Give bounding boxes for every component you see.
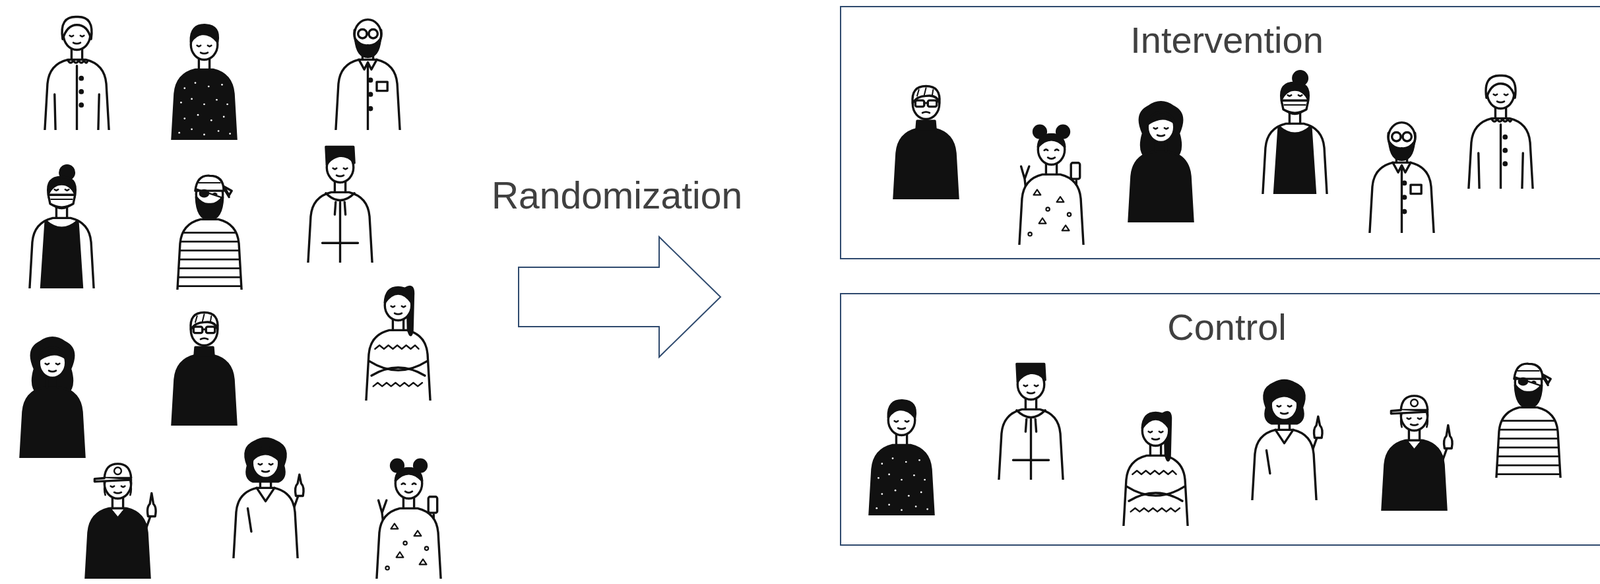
- person-figure: [1496, 363, 1561, 478]
- person-figure: [1123, 411, 1188, 526]
- person-figure: [29, 165, 94, 289]
- person-figure: [1019, 125, 1084, 245]
- person-figure: [998, 364, 1063, 481]
- person-figure: [308, 147, 373, 264]
- block-arrow: [518, 236, 721, 357]
- person-figure: [177, 175, 242, 290]
- person-figure: [172, 312, 237, 426]
- group-title: Intervention: [841, 19, 1600, 62]
- person-figure: [869, 400, 934, 516]
- group-box: Control: [839, 292, 1600, 546]
- person-figure: [233, 438, 304, 559]
- person-figure: [1252, 380, 1323, 501]
- person-figure: [1262, 71, 1327, 194]
- person-figure: [172, 25, 237, 140]
- person-figure: [376, 459, 441, 579]
- person-figure: [1128, 102, 1193, 223]
- person-figure: [20, 337, 85, 458]
- arrow-label: Randomization: [491, 174, 743, 218]
- person-figure: [1468, 75, 1533, 190]
- group-title: Control: [841, 306, 1600, 349]
- person-figure: [1382, 395, 1453, 511]
- person-figure: [366, 286, 431, 401]
- person-figure: [85, 463, 156, 579]
- person-figure: [44, 17, 109, 131]
- person-figure: [335, 19, 400, 130]
- person-figure: [894, 86, 959, 200]
- person-figure: [1369, 122, 1434, 233]
- group-box: Intervention: [839, 5, 1600, 260]
